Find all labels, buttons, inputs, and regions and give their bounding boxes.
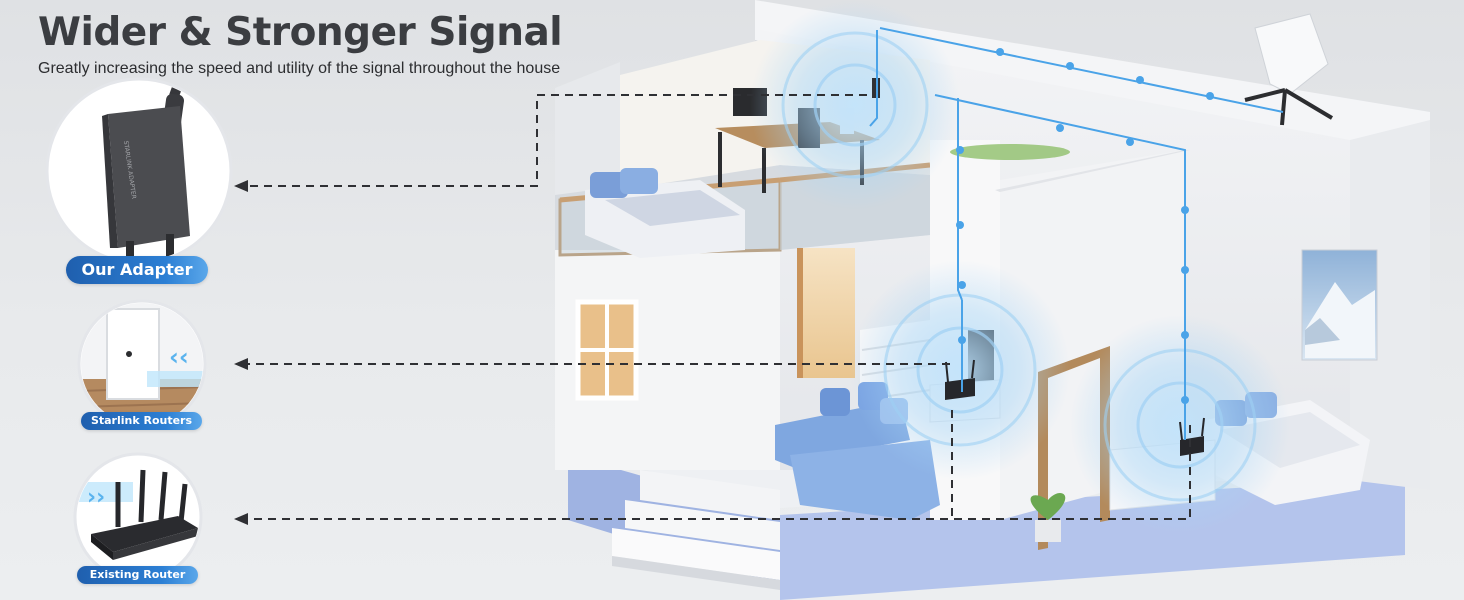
svg-text:››: ›› [87, 485, 105, 510]
product-adapter: STARLINK ADAPTER Our Adapter [44, 76, 234, 286]
cable-arrows [956, 48, 1214, 404]
satellite-dish [1244, 13, 1334, 126]
existing-router-label: Existing Router [77, 566, 198, 584]
page-title: Wider & Stronger Signal [38, 10, 563, 55]
page-subtitle: Greatly increasing the speed and utility… [38, 60, 561, 77]
svg-text:‹‹: ‹‹ [169, 343, 189, 371]
starlink-router-icon: ‹‹ [77, 299, 207, 429]
product-existing-router: ›› Existing Router [73, 452, 213, 587]
product-starlink-router: ‹‹ Starlink Routers [77, 299, 217, 434]
callout-arrowheads [234, 180, 248, 525]
stairs [612, 470, 780, 590]
router-icon: ›› [73, 452, 203, 582]
plant [1030, 492, 1066, 542]
loft-bed [585, 168, 745, 258]
callout-lines [248, 94, 1191, 520]
signal-cables [869, 27, 1284, 440]
adapter-label: Our Adapter [66, 256, 208, 284]
starlink-router-label: Starlink Routers [81, 412, 202, 430]
adapter-icon: STARLINK ADAPTER [45, 77, 233, 265]
doorway [797, 248, 855, 378]
